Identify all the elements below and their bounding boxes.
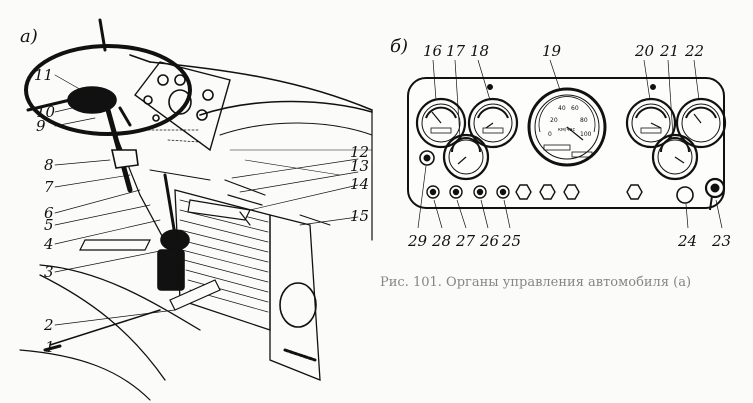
indicator-light-left — [487, 84, 493, 90]
label-a-15: 15 — [350, 207, 369, 225]
label-a-5: 5 — [44, 216, 54, 234]
speedo-tick-40: 40 — [558, 105, 566, 112]
gauge-17 — [442, 133, 490, 181]
panel-b-letter: б) — [390, 36, 408, 57]
instrument-panel — [407, 59, 727, 229]
label-b-16: 16 — [423, 42, 443, 60]
label-b-26: 26 — [479, 232, 500, 250]
label-b-28: 28 — [431, 232, 451, 250]
gauge-22 — [675, 97, 727, 149]
ignition-switch-23 — [704, 177, 726, 211]
label-a-9: 9 — [36, 117, 46, 135]
speedo-tick-20: 20 — [550, 117, 558, 124]
hex-plugs — [515, 184, 643, 200]
knob-row — [426, 185, 510, 199]
speedo-unit: км/час — [558, 127, 575, 133]
label-b-21: 21 — [659, 42, 679, 60]
figure-caption: Рис. 101. Органы управления автомобиля (… — [380, 275, 691, 290]
label-a-12: 12 — [350, 143, 369, 161]
panel-a-letter: а) — [20, 26, 38, 47]
speedometer-ticks: 0 20 40 60 80 100 км/час — [548, 105, 592, 138]
label-b-17: 17 — [446, 42, 466, 60]
label-b-19: 19 — [542, 42, 562, 60]
label-a-7: 7 — [44, 178, 54, 196]
speedometer — [527, 87, 607, 167]
label-b-24: 24 — [677, 232, 697, 250]
label-a-1: 1 — [45, 338, 55, 356]
label-a-11: 11 — [34, 66, 53, 84]
label-b-25: 25 — [501, 232, 521, 250]
indicator-light-right — [650, 84, 656, 90]
gauge-20 — [625, 97, 677, 149]
panel-b-labels: 16 17 18 19 20 21 22 23 24 25 26 27 28 2… — [407, 42, 731, 250]
label-b-18: 18 — [470, 42, 489, 60]
gauge-21 — [651, 133, 699, 181]
label-a-10: 10 — [36, 103, 56, 121]
button-24 — [676, 186, 694, 204]
label-a-14: 14 — [350, 175, 369, 193]
speedo-tick-60: 60 — [571, 105, 579, 112]
gauge-18 — [467, 97, 519, 149]
label-b-22: 22 — [684, 42, 704, 60]
panel-a-drawing — [19, 18, 373, 401]
label-b-29: 29 — [407, 232, 428, 250]
label-b-20: 20 — [634, 42, 655, 60]
label-b-27: 27 — [455, 232, 476, 250]
speedo-tick-0: 0 — [548, 131, 552, 138]
label-a-8: 8 — [44, 156, 54, 174]
label-b-23: 23 — [711, 232, 731, 250]
gear-lever — [157, 173, 190, 291]
label-a-2: 2 — [43, 316, 54, 334]
panel-a-labels: 1 2 3 4 5 6 7 8 9 10 11 12 13 14 15 — [34, 66, 369, 356]
gauge-16 — [415, 97, 467, 149]
label-a-13: 13 — [350, 157, 369, 175]
speedo-tick-80: 80 — [580, 117, 588, 124]
steering-wheel — [24, 18, 192, 136]
label-a-6: 6 — [44, 204, 54, 222]
label-a-4: 4 — [43, 235, 54, 253]
speedo-tick-100: 100 — [580, 131, 592, 138]
label-a-3: 3 — [44, 263, 54, 281]
switch-29 — [419, 150, 435, 166]
